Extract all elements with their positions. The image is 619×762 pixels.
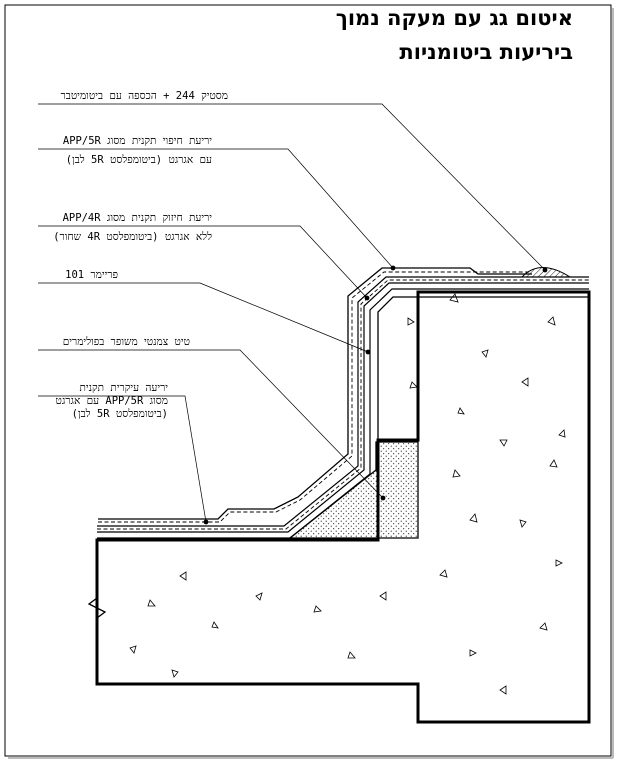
- title-line-1: איטום גג עם מעקה נמוך: [335, 6, 573, 30]
- callout-primer: פריימר 101: [40, 269, 118, 282]
- callout-reinforce-membrane: יריעת חיזוק תקנית מסוג APP/4R ללא אגרגט …: [40, 212, 212, 244]
- concrete-aggregate: [129, 293, 566, 695]
- cement-fillet: [288, 441, 419, 539]
- leader-dots: [203, 265, 548, 525]
- reinforcement-membrane-dash: [97, 279, 589, 530]
- leader-top-membrane: [38, 148, 394, 269]
- sheet-frame: [4, 4, 612, 757]
- callout-mastic: מסטיק 244 + הכספה עם ביטומיטבר: [40, 90, 228, 103]
- callout-cement-fillet: טיט צמנטי משופר בפולימרים: [40, 336, 190, 349]
- callout-main-line-2: מסוג APP/5R עם אגרגט: [55, 395, 168, 407]
- leader-main: [38, 395, 207, 523]
- mastic-bead: [520, 267, 572, 278]
- cap-membrane: [98, 267, 532, 520]
- leader-primer: [38, 282, 369, 353]
- slab-break-line: [87, 540, 107, 684]
- membrane-layers: [97, 267, 589, 539]
- leader-dot-primer: [365, 349, 371, 355]
- cap-membrane-dash: [98, 271, 530, 523]
- leader-dot-cement: [380, 495, 386, 501]
- leader-reinforce: [38, 225, 368, 299]
- callout-cement-line-1: טיט צמנטי משופר בפולימרים: [62, 336, 190, 348]
- leader-mastic: [38, 103, 546, 271]
- callout-top-membrane: יריעת חיפוי תקנית מסוג APP/5R עם אגרגט (…: [40, 135, 212, 167]
- leader-dot-mastic: [542, 267, 548, 273]
- leader-dot-main: [203, 519, 209, 525]
- callout-main-line-1: יריעה עיקרית תקנית: [79, 382, 168, 394]
- callout-primer-line-1: פריימר 101: [65, 269, 118, 281]
- callout-top-membrane-line-1: יריעת חיפוי תקנית מסוג APP/5R: [62, 135, 212, 147]
- title-line-2: ביריעות ביטומניות: [399, 40, 573, 64]
- main-membrane-layer: [97, 276, 589, 527]
- leader-dot-reinforce: [364, 295, 370, 301]
- callout-main-membrane: יריעה עיקרית תקנית מסוג APP/5R עם אגרגט …: [40, 382, 168, 421]
- reinforcement-membrane: [97, 282, 589, 533]
- leader-cement: [38, 349, 384, 499]
- leader-dot-top-membrane: [390, 265, 396, 271]
- callout-top-membrane-line-2: עם אגרגט (ביטומפלסט 5R לבן): [65, 154, 212, 166]
- primer-layer: [97, 288, 589, 539]
- parapet-inner-edge: [377, 296, 589, 440]
- leader-lines: [38, 103, 546, 523]
- callout-mastic-line-1: מסטיק 244 + הכספה עם ביטומיטבר: [60, 90, 228, 102]
- callout-reinforce-line-1: יריעת חיזוק תקנית מסוג APP/4R: [62, 212, 212, 224]
- callout-main-line-3: (ביטומפלסט 5R לבן): [71, 408, 168, 420]
- callout-reinforce-line-2: ללא אגרגט (ביטומפלסט 4R שחור): [53, 231, 212, 243]
